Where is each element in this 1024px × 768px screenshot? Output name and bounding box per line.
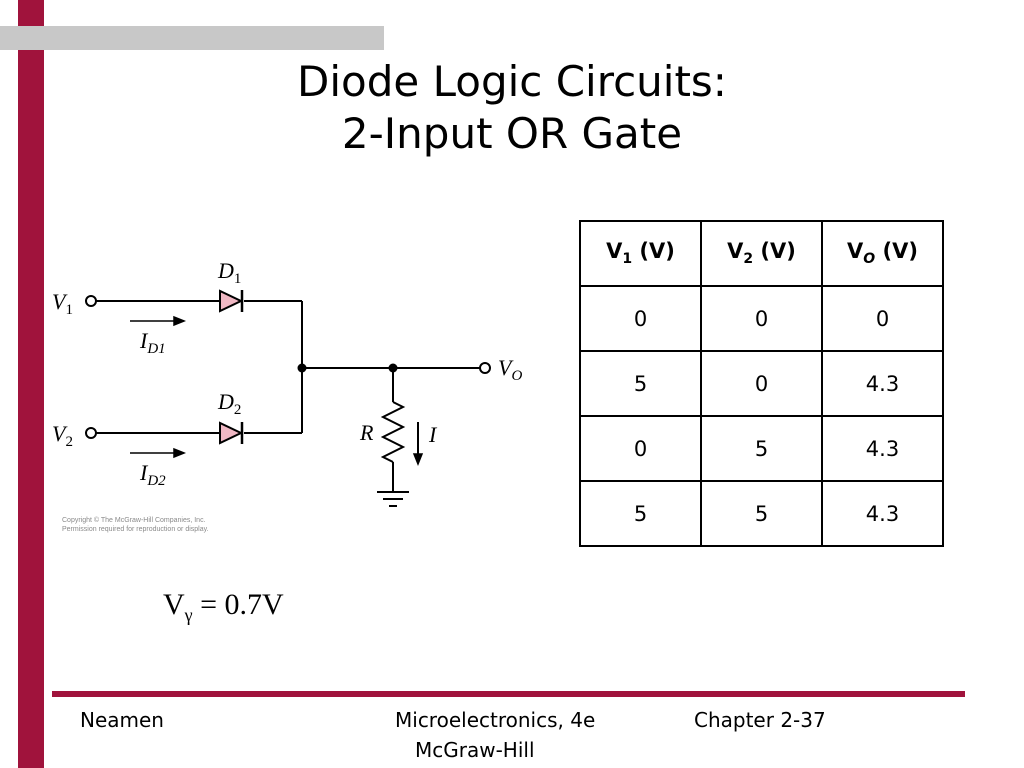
i-label: I (428, 422, 438, 447)
v1-label: V1 (52, 289, 73, 318)
threshold-equation: Vγ = 0.7V (163, 588, 284, 625)
table-cell: 5 (579, 350, 702, 417)
resistor (380, 401, 406, 463)
table-header-row: V1 (V) V2 (V) VO (V) (579, 220, 944, 287)
footer-book: Microelectronics, 4e (395, 708, 596, 732)
v2-label: V2 (52, 421, 73, 450)
copyright-notice: Copyright © The McGraw-Hill Companies, I… (62, 517, 209, 533)
title-line-1: Diode Logic Circuits: (297, 57, 727, 106)
vo-label: VO (498, 355, 522, 384)
table-cell: 0 (700, 350, 823, 417)
table-cell: 4.3 (821, 350, 944, 417)
diode-d2 (219, 421, 244, 445)
r-label: R (359, 420, 374, 445)
table-row: 0 0 0 (579, 285, 944, 352)
d2-label: D2 (217, 389, 241, 418)
table-row: 0 5 4.3 (579, 415, 944, 482)
table-cell: 0 (821, 285, 944, 352)
table-cell: 5 (579, 480, 702, 547)
header-v1: V1 (V) (579, 220, 702, 287)
header-v2: V2 (V) (700, 220, 823, 287)
table-cell: 5 (700, 415, 823, 482)
truth-table: V1 (V) V2 (V) VO (V) 0 0 0 5 0 4.3 0 5 4… (579, 220, 944, 547)
v2-terminal (85, 427, 97, 439)
slide-title: Diode Logic Circuits: 2-Input OR Gate (200, 56, 824, 160)
junction-dot (388, 363, 398, 373)
table-cell: 4.3 (821, 480, 944, 547)
or-gate-circuit: V1 V2 D1 D2 ID1 ID2 VO R I (52, 258, 522, 507)
junction-dot (297, 363, 307, 373)
v1-terminal (85, 295, 97, 307)
title-line-2: 2-Input OR Gate (341, 109, 683, 158)
header-vo: VO (V) (821, 220, 944, 287)
table-cell: 4.3 (821, 415, 944, 482)
diode-d1 (219, 289, 244, 313)
left-accent-bar (18, 0, 44, 768)
footer-publisher: McGraw-Hill (415, 738, 535, 762)
d1-label: D1 (217, 258, 241, 287)
top-gray-bar (0, 26, 384, 50)
footer-page: Chapter 2-37 (694, 708, 826, 732)
i-arrow-head (412, 453, 424, 467)
table-cell: 5 (700, 480, 823, 547)
id2-label: ID2 (139, 460, 166, 489)
table-row: 5 0 4.3 (579, 350, 944, 417)
table-cell: 0 (579, 285, 702, 352)
table-cell: 0 (579, 415, 702, 482)
vo-terminal (479, 362, 491, 374)
table-row: 5 5 4.3 (579, 480, 944, 547)
footer-divider (52, 691, 965, 697)
table-cell: 0 (700, 285, 823, 352)
id1-label: ID1 (139, 328, 166, 357)
footer-author: Neamen (80, 708, 164, 732)
